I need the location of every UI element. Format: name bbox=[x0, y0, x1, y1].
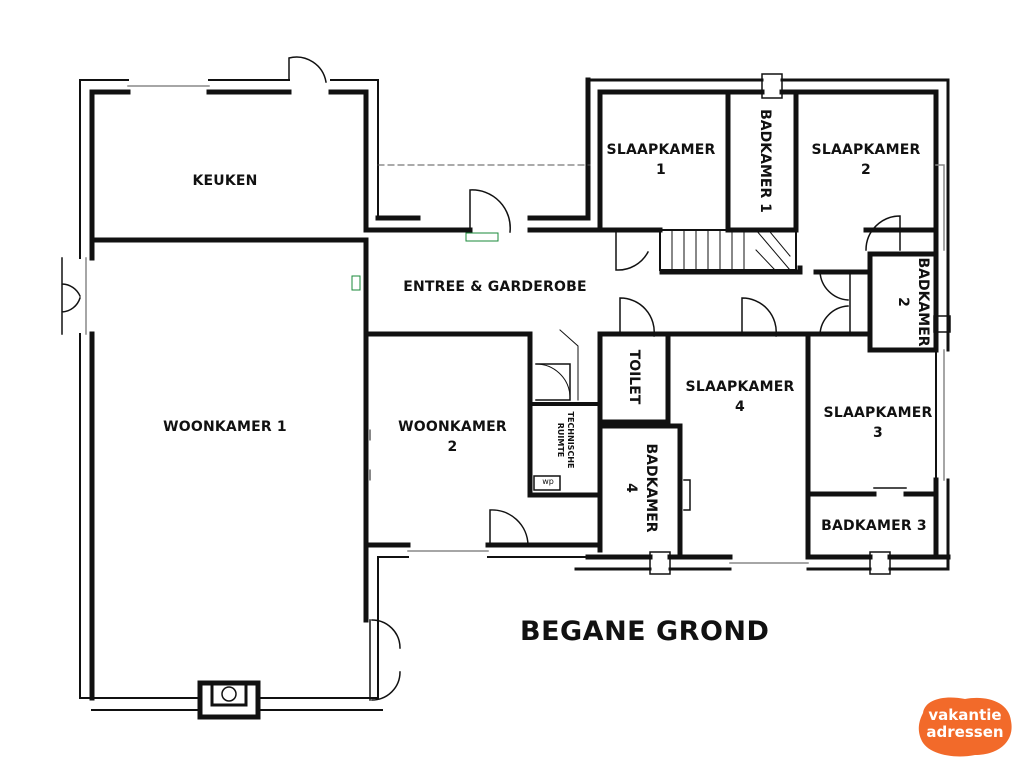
tech-walls bbox=[528, 329, 671, 553]
room-badkamer-1: BADKAMER 1 bbox=[757, 109, 773, 213]
wp-label: wp bbox=[542, 477, 554, 486]
badkamer-2-walls bbox=[813, 248, 951, 353]
room-slaapkamer-1: SLAAPKAMER 1 bbox=[606, 142, 716, 178]
keuken-walls bbox=[79, 79, 379, 251]
room-slaapkamer-3: SLAAPKAMER 3 bbox=[823, 405, 933, 441]
room-technische-ruimte: TECHNISCHE RUIMTE bbox=[556, 411, 575, 469]
room-slaapkamer-4: SLAAPKAMER 4 bbox=[685, 379, 795, 415]
logo-text: vakantie adressen bbox=[926, 706, 1004, 741]
room-badkamer-4: BADKAMER 4 bbox=[623, 443, 659, 533]
room-woonkamer-2: WOONKAMER 2 bbox=[398, 419, 507, 455]
woonkamer-1-walls bbox=[79, 237, 383, 720]
room-badkamer-2: BADKAMER 2 bbox=[895, 257, 931, 347]
room-slaapkamer-2: SLAAPKAMER 2 bbox=[811, 142, 921, 178]
room-keuken: KEUKEN bbox=[192, 173, 258, 189]
room-badkamer-3: BADKAMER 3 bbox=[821, 518, 927, 534]
room-entree: ENTREE & GARDEROBE bbox=[403, 279, 587, 295]
floor-title: BEGANE GROND bbox=[520, 616, 770, 647]
room-toilet: TOILET bbox=[626, 349, 642, 405]
bedroom-block-top bbox=[586, 73, 950, 275]
keuken-door-swing bbox=[288, 56, 327, 83]
badkamer-4-walls bbox=[574, 423, 951, 575]
woonkamer-2-walls bbox=[363, 331, 603, 621]
vakantie-adressen-logo bbox=[918, 697, 1012, 757]
room-woonkamer-1: WOONKAMER 1 bbox=[163, 419, 287, 435]
entree-walls bbox=[363, 77, 603, 337]
slaapkamer-3-4-walls bbox=[805, 331, 945, 560]
exit-signs bbox=[351, 232, 499, 291]
